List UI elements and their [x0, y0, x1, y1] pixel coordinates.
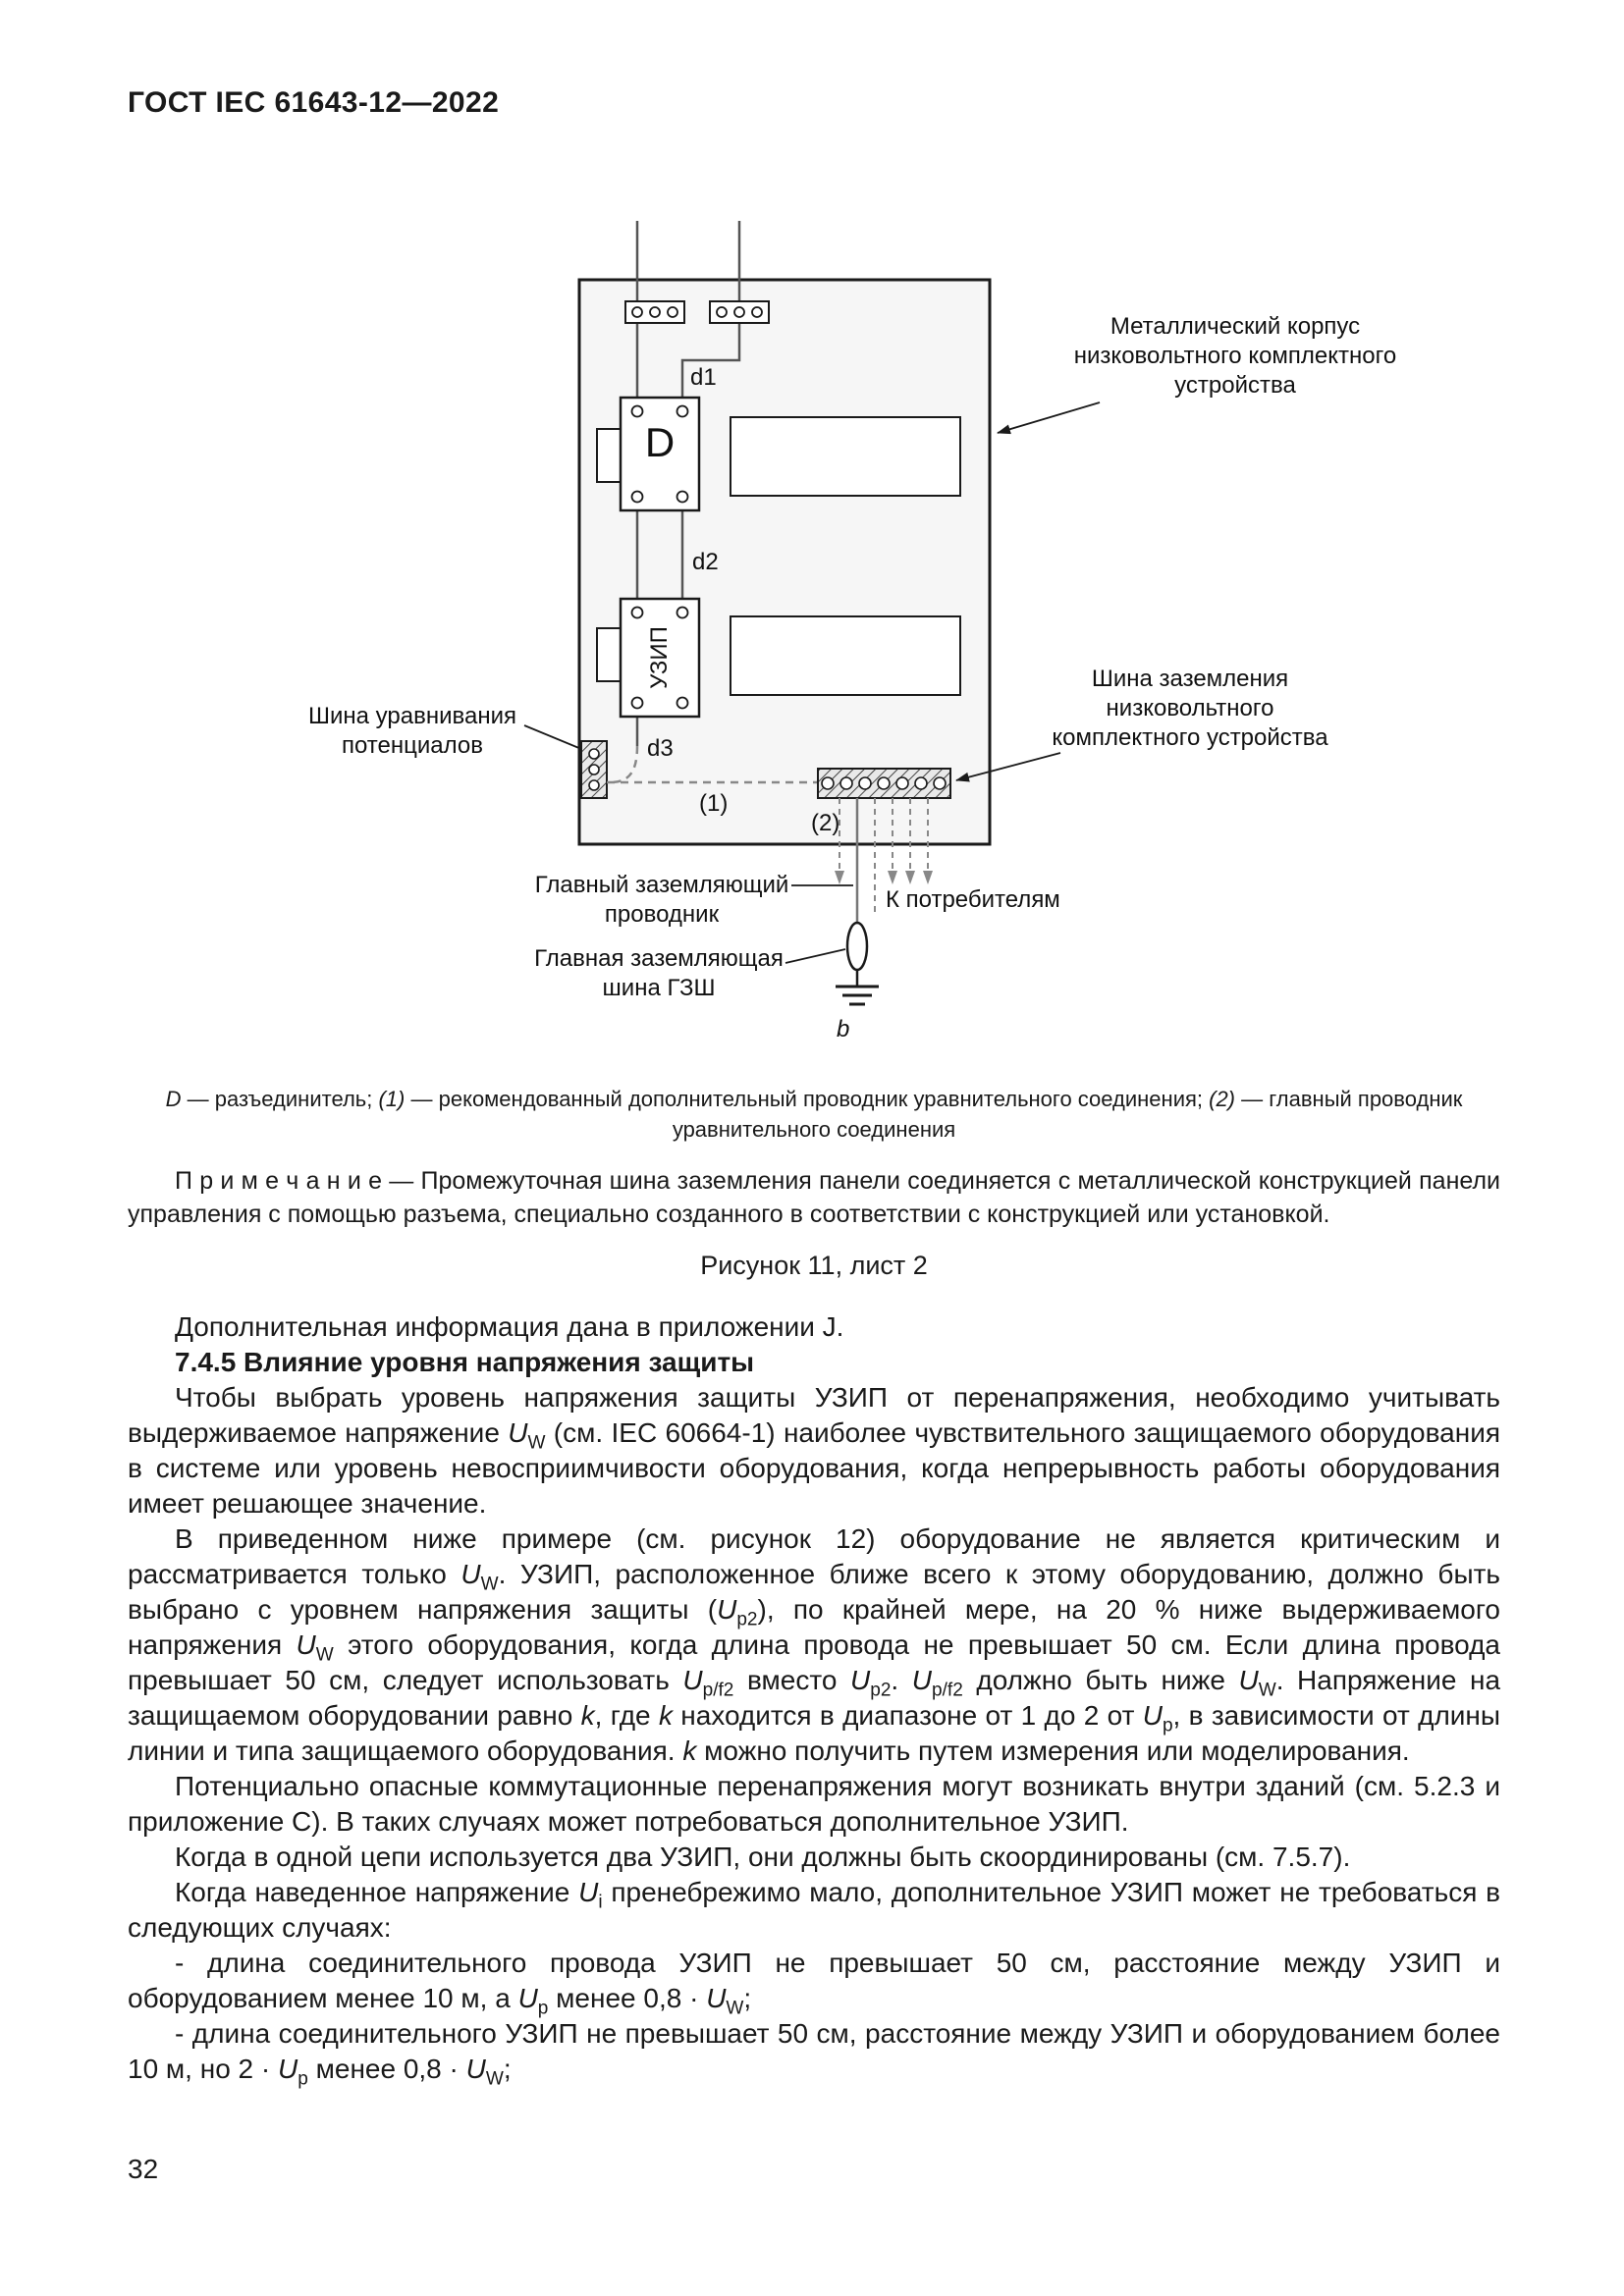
paragraph-5: Когда наведенное напряжение Ui пренебреж… [128, 1877, 1501, 1943]
terminal-blocks [624, 300, 770, 324]
label-d3: d3 [647, 735, 674, 762]
paragraph-2: В приведенном ниже примере (см. рисунок … [128, 1523, 1501, 1766]
paragraph-4: Когда в одной цепи используется два УЗИП… [175, 1842, 1351, 1872]
label-ground-bus: Шина заземления низковольтного комплектн… [1052, 666, 1328, 751]
paragraph-intro: Дополнительная информация дана в приложе… [175, 1311, 844, 1342]
consumer-earth-conductors [835, 798, 933, 912]
equipment-rows [596, 416, 961, 696]
disconnector-letter: D [644, 419, 676, 465]
spd-box [619, 597, 701, 719]
label-b: b [837, 1016, 850, 1042]
main-earthing-bus-symbol [845, 921, 869, 987]
label-enclosure: Металлический корпус низковольтного комп… [1073, 313, 1397, 399]
disconnector-box [619, 396, 701, 512]
earth-symbol [836, 985, 879, 1006]
list-item-2: - длина соединительного УЗИП не превышае… [128, 2018, 1500, 2090]
spd-text: УЗИП [646, 626, 673, 689]
paragraph-3: Потенциально опасные коммутационные пере… [128, 1771, 1500, 1837]
body-text: Дополнительная информация дана в приложе… [128, 1309, 1501, 2090]
label-to-consumers: К потребителям [886, 886, 1060, 913]
label-main-earthing-conductor: Главный заземляющий проводник [534, 872, 789, 928]
label-main-earthing-bus: Главная заземляющая шина ГЗШ [534, 945, 784, 1001]
diagram-canvas [523, 221, 1101, 1006]
figure-legend: D — разъединитель; (1) — рекомендованный… [165, 1087, 1463, 1142]
label-d2: d2 [692, 549, 719, 575]
section-heading-7-4-5: 7.4.5 Влияние уровня напряжения защиты [175, 1347, 755, 1377]
bonding-conductors-dashed [607, 745, 818, 784]
bonding-bus [580, 740, 608, 799]
ground-bus [817, 768, 951, 799]
note-paragraph: П р и м е ч а н и е — Промежуточная шина… [128, 1167, 1500, 1228]
label-ref-2: (2) [811, 810, 840, 836]
page-number: 32 [128, 2154, 159, 2184]
label-d1: d1 [690, 364, 717, 391]
enclosure-outline [577, 278, 992, 846]
figure-11-diagram: D УЗИП d1 d2 d3 (1) (2) b Металлический … [0, 211, 1624, 1065]
label-ref-1: (1) [699, 790, 729, 817]
paragraph-1: Чтобы выбрать уровень напряжения защиты … [128, 1382, 1500, 1519]
incoming-wires [635, 221, 741, 746]
doc-header-title: ГОСТ IEC 61643-12—2022 [128, 86, 500, 119]
figure-caption: Рисунок 11, лист 2 [700, 1251, 928, 1280]
list-item-1: - длина соединительного провода УЗИП не … [128, 1948, 1500, 2019]
label-bonding-bus: Шина уравнивания потенциалов [308, 703, 516, 759]
leader-lines [523, 401, 1101, 964]
